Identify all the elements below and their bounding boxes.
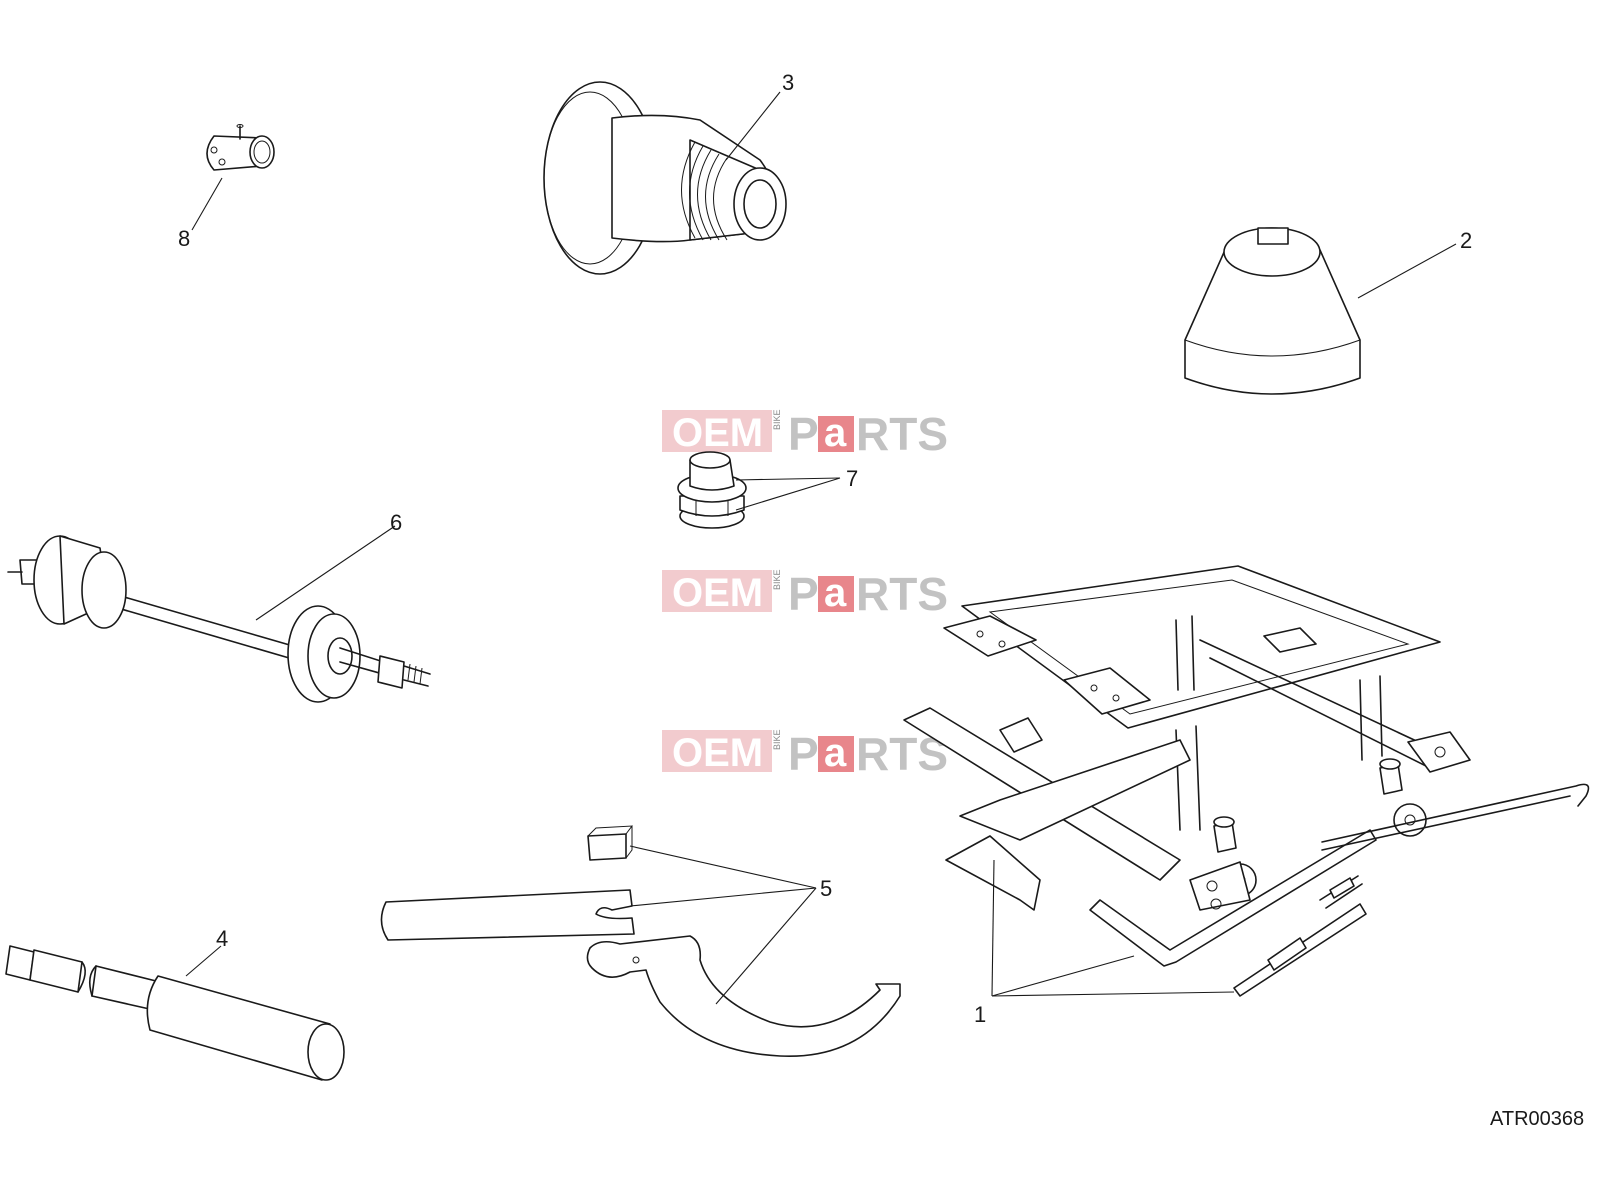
- svg-text:RTS: RTS: [856, 568, 948, 620]
- callout-4: 4: [216, 926, 228, 951]
- svg-text:a: a: [824, 571, 847, 615]
- part-5-drawing: [380, 825, 901, 1058]
- watermark-3: OEM BIKE P a RTS: [662, 728, 948, 780]
- watermark-1: OEM BIKE P a RTS: [662, 408, 948, 460]
- svg-text:P: P: [788, 728, 819, 780]
- part-8-drawing: [206, 124, 275, 171]
- svg-text:BIKE: BIKE: [772, 729, 782, 750]
- part-1-drawing: [903, 565, 1590, 997]
- svg-text:a: a: [824, 411, 847, 455]
- callout-1: 1: [974, 1002, 986, 1027]
- svg-text:BIKE: BIKE: [772, 409, 782, 430]
- part-3-drawing: [543, 81, 787, 275]
- callout-7: 7: [846, 466, 858, 491]
- svg-text:OEM: OEM: [672, 411, 763, 455]
- svg-text:OEM: OEM: [672, 571, 763, 615]
- leader-lines: [185, 91, 1457, 1005]
- drawing-code: ATR00368: [1490, 1108, 1584, 1130]
- svg-text:a: a: [824, 731, 847, 775]
- part-6-drawing: [7, 535, 431, 703]
- callout-6: 6: [390, 510, 402, 535]
- svg-text:RTS: RTS: [856, 408, 948, 460]
- part-2-drawing: [1184, 227, 1361, 395]
- svg-text:P: P: [788, 568, 819, 620]
- svg-text:P: P: [788, 408, 819, 460]
- part-7-drawing: [677, 451, 747, 529]
- part-4-drawing: [5, 945, 345, 1081]
- callout-2: 2: [1460, 228, 1472, 253]
- callout-3: 3: [782, 70, 794, 95]
- svg-text:OEM: OEM: [672, 731, 763, 775]
- svg-text:BIKE: BIKE: [772, 569, 782, 590]
- callout-8: 8: [178, 226, 190, 251]
- watermark-2: OEM BIKE P a RTS: [662, 568, 948, 620]
- callout-5: 5: [820, 876, 832, 901]
